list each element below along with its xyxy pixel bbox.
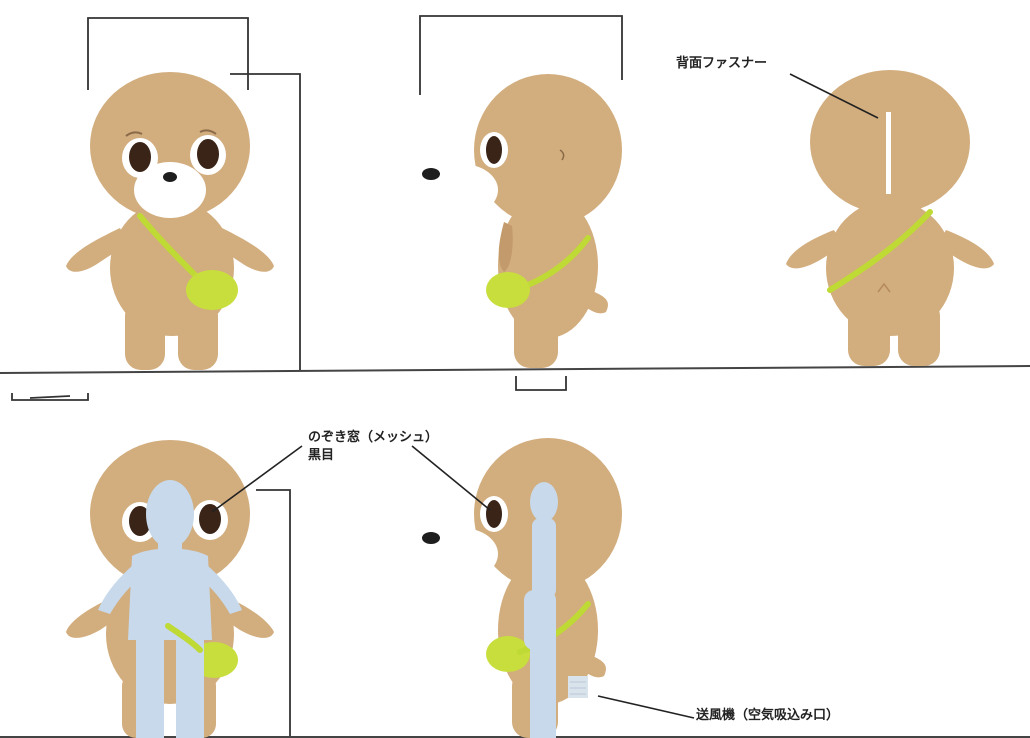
back-zipper xyxy=(886,112,891,194)
scale-bar xyxy=(11,393,89,401)
mascot-back-view xyxy=(786,70,994,366)
dimension-lines-bottom xyxy=(256,489,291,736)
ground-line-top xyxy=(0,365,1030,374)
leader-blower xyxy=(597,695,695,719)
mascot-side-with-performer xyxy=(422,438,622,738)
leader-peephole-side xyxy=(411,445,491,511)
label-blower: 送風機（空気吸込み口） xyxy=(696,708,840,723)
mascot-side-view xyxy=(422,74,622,368)
blower-intake xyxy=(568,676,588,698)
leader-back-zipper xyxy=(789,73,879,119)
dimension-lines-front xyxy=(87,17,301,370)
label-peephole: のぞき窓（メッシュ） xyxy=(308,430,439,445)
leader-peephole-front xyxy=(211,445,303,513)
dimension-lines-side xyxy=(419,15,623,391)
performer-silhouette-side xyxy=(524,482,558,738)
label-back-zipper: 背面ファスナー xyxy=(676,56,768,71)
mascot-front-with-performer xyxy=(66,440,274,738)
performer-silhouette-front xyxy=(98,480,242,738)
label-black-eyes: 黒目 xyxy=(308,448,335,463)
mascot-front-view xyxy=(66,72,274,370)
